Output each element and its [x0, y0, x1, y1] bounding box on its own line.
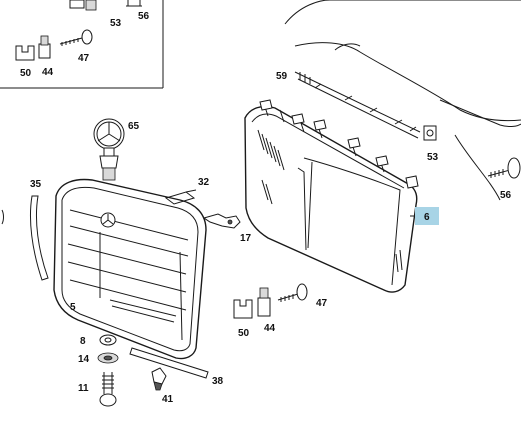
seal-strip-59-part: [294, 71, 421, 139]
strip-38-part: [129, 347, 209, 379]
screw-56-top-part: [126, 0, 142, 7]
label-11: 11: [78, 383, 89, 394]
label-59: 59: [276, 71, 288, 82]
label-56-top: 56: [138, 11, 150, 22]
clip-53-right-part: [423, 125, 437, 141]
label-65: 65: [128, 121, 140, 132]
label-8: 8: [80, 336, 86, 347]
clip-17-part: [202, 213, 241, 229]
bracket-50-mid-part: [233, 299, 253, 319]
inset-box: [0, 0, 164, 89]
label-53-top: 53: [110, 18, 122, 29]
bracket-50-top-part: [15, 45, 35, 61]
label-41: 41: [162, 394, 174, 405]
part-6-highlight: [415, 207, 439, 225]
label-35: 35: [30, 179, 42, 190]
washer-14-part: [97, 352, 119, 364]
label-47-top: 47: [78, 53, 90, 64]
label-50-top: 50: [20, 68, 32, 79]
rubber-strip-35-part: [1, 195, 49, 281]
screw-56-right-part: [487, 157, 521, 179]
label-5: 5: [70, 302, 76, 313]
screw-11-part: [99, 372, 117, 407]
screw-47-mid-part: [277, 283, 308, 302]
label-47-mid: 47: [316, 298, 328, 309]
bracket-32-part: [164, 189, 197, 205]
label-56-right: 56: [500, 190, 512, 201]
clip-41-part: [151, 367, 167, 391]
part-labels: 53 56 50 44 47 59 65 53 35 32 56 6 17 5 …: [20, 11, 512, 405]
star-emblem-65-part: [93, 118, 125, 181]
front-grille-5-part: [53, 178, 207, 360]
clip-44-top-part: [38, 35, 51, 59]
label-14: 14: [78, 354, 90, 365]
washer-8-part: [99, 334, 117, 346]
label-38: 38: [212, 376, 224, 387]
label-44-mid: 44: [264, 323, 276, 334]
clip-53-top-part: [69, 0, 97, 11]
label-53-right: 53: [427, 152, 439, 163]
label-6: 6: [424, 212, 430, 223]
radiator-shell-6-part: [244, 99, 419, 293]
screw-47-top-part: [59, 29, 93, 46]
label-32: 32: [198, 177, 210, 188]
label-50-mid: 50: [238, 328, 250, 339]
car-body-outline: [284, 0, 521, 201]
label-44-top: 44: [42, 67, 54, 78]
label-17: 17: [240, 233, 252, 244]
clip-44-mid-part: [257, 287, 271, 317]
